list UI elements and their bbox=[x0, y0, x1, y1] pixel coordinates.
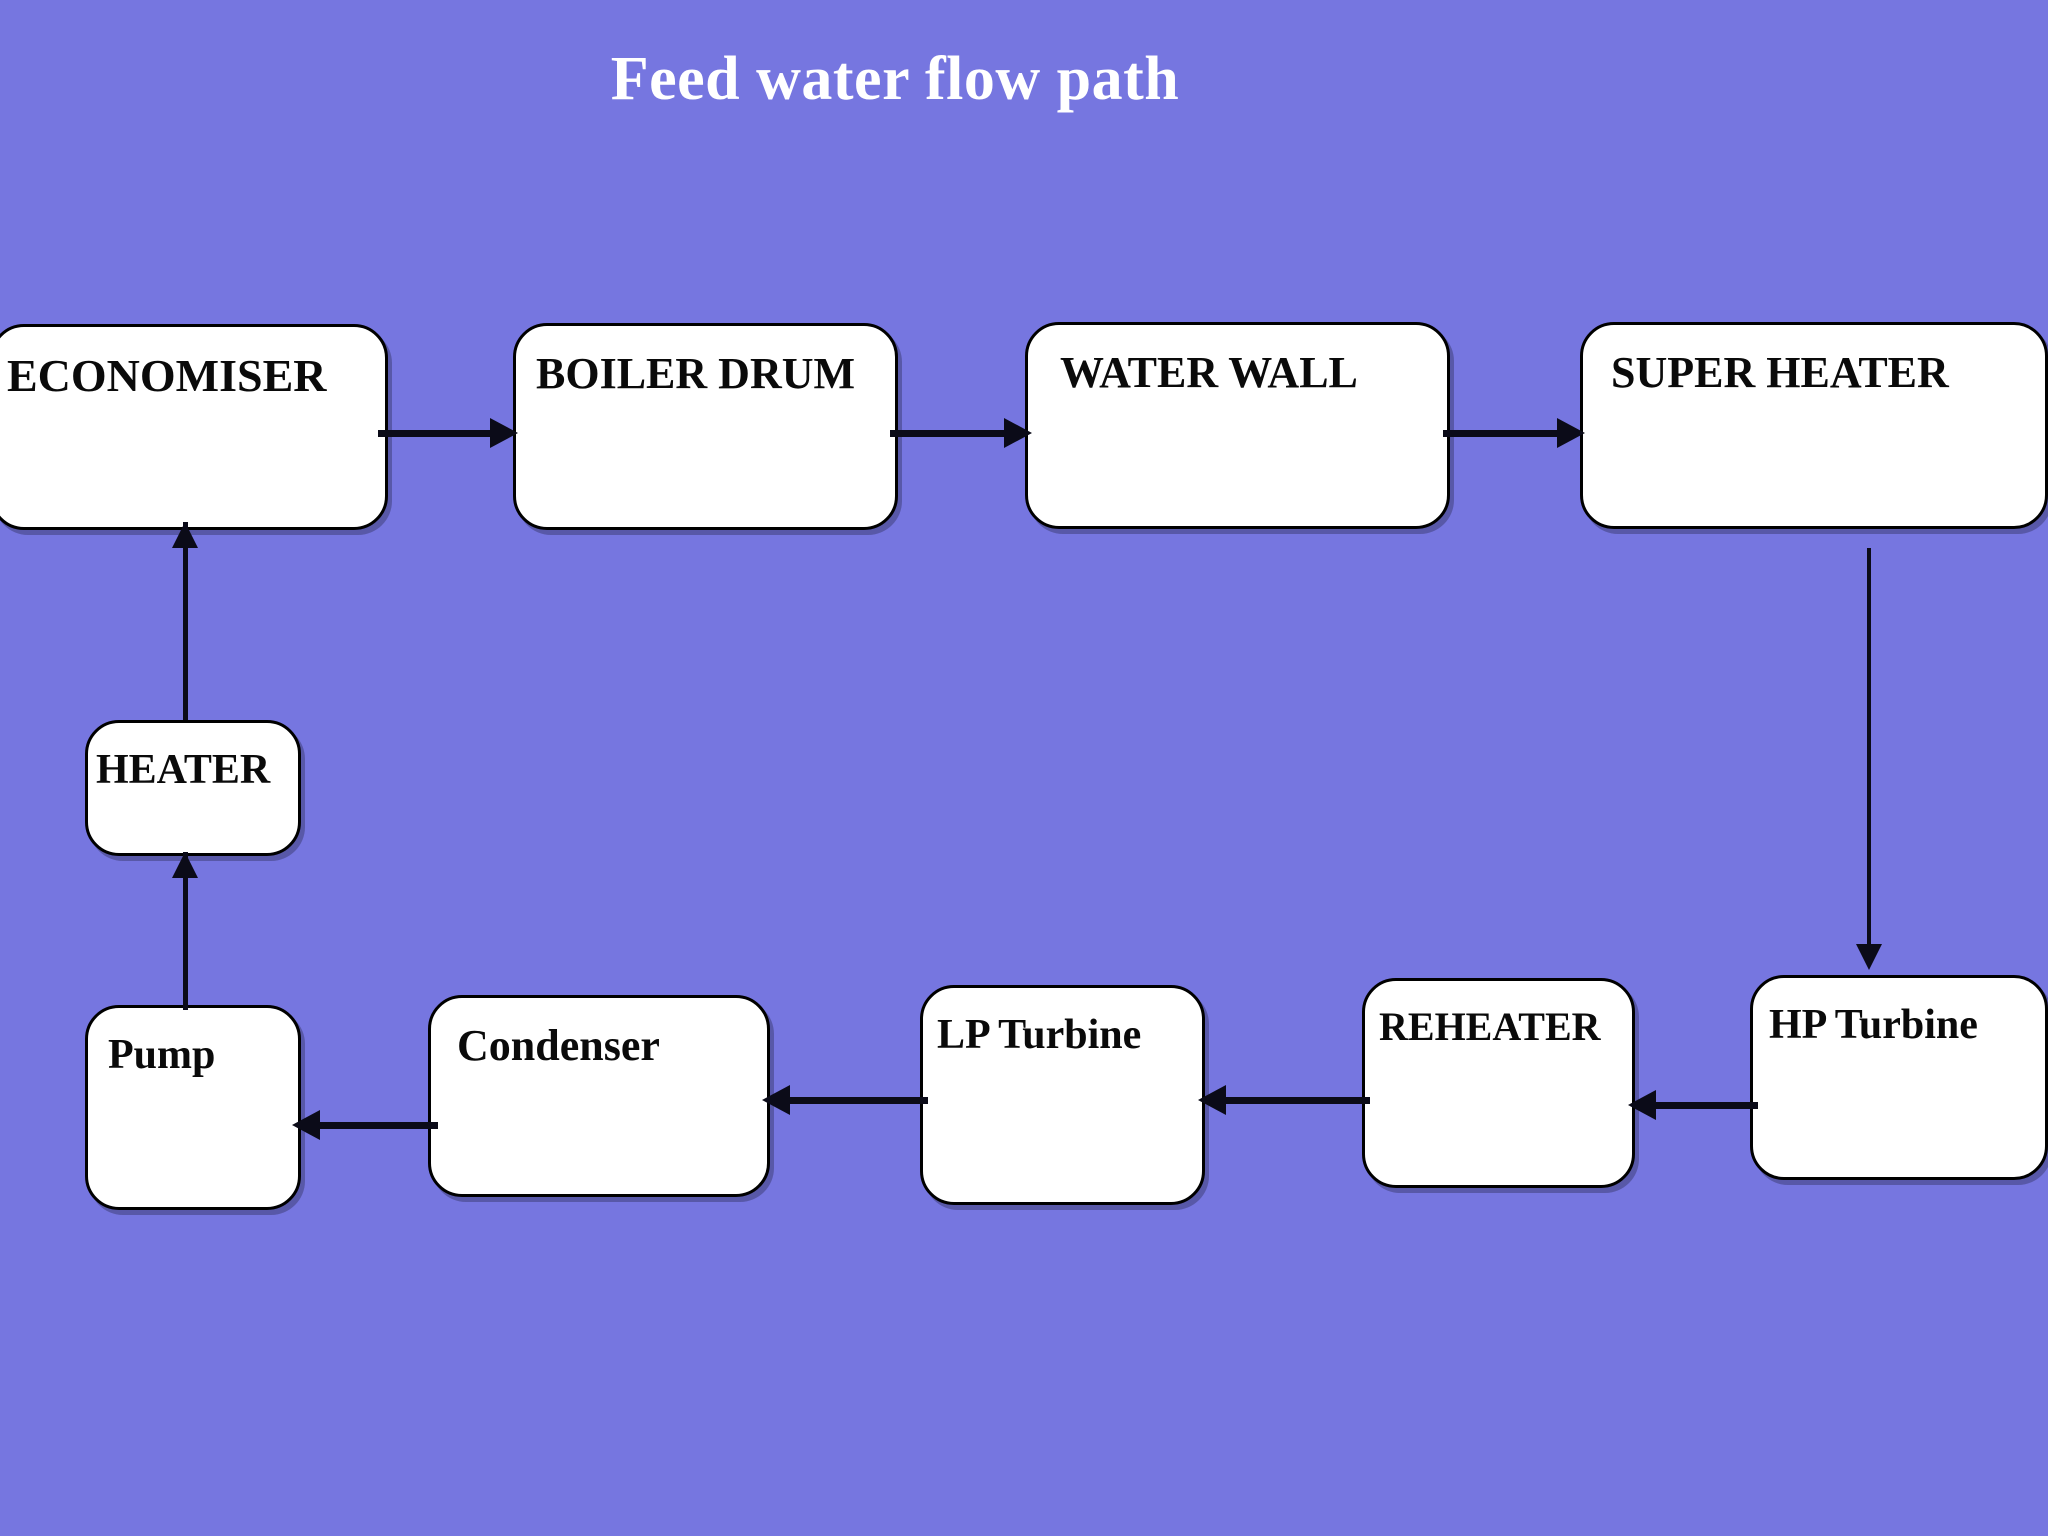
arrow-head bbox=[172, 522, 198, 548]
arrow-head bbox=[292, 1110, 320, 1140]
arrow-hp-turbine-to-reheater bbox=[1628, 1090, 1758, 1120]
arrow-head bbox=[172, 852, 198, 878]
node-hp-turbine[interactable]: HP Turbine bbox=[1750, 975, 2048, 1180]
arrow-head bbox=[1004, 418, 1032, 448]
node-hp-turbine-label: HP Turbine bbox=[1769, 1002, 1978, 1048]
arrow-head bbox=[490, 418, 518, 448]
node-economiser[interactable]: ECONOMISER bbox=[0, 324, 388, 530]
node-super-heater[interactable]: SUPER HEATER bbox=[1580, 322, 2048, 529]
arrow-shaft bbox=[1443, 429, 1563, 437]
node-super-heater-label: SUPER HEATER bbox=[1611, 348, 1949, 397]
arrow-heater-to-economiser bbox=[170, 522, 200, 722]
arrow-shaft bbox=[784, 1096, 928, 1104]
node-boiler-drum-label: BOILER DRUM bbox=[536, 349, 856, 398]
node-water-wall-label: WATER WALL bbox=[1060, 348, 1358, 397]
node-condenser-label: Condenser bbox=[457, 1021, 660, 1070]
arrow-boiler-drum-to-water-wall bbox=[890, 418, 1032, 448]
node-lp-turbine-label: LP Turbine bbox=[937, 1012, 1142, 1058]
node-reheater-label: REHEATER bbox=[1379, 1004, 1601, 1049]
arrow-reheater-to-lp-turbine bbox=[1198, 1085, 1370, 1115]
page-title: Feed water flow path bbox=[610, 45, 1180, 113]
arrow-shaft bbox=[1220, 1096, 1370, 1104]
arrow-condenser-to-pump bbox=[292, 1110, 438, 1140]
arrow-head bbox=[1856, 944, 1882, 970]
node-lp-turbine[interactable]: LP Turbine bbox=[920, 985, 1205, 1205]
arrow-shaft bbox=[1650, 1101, 1758, 1109]
node-water-wall[interactable]: WATER WALL bbox=[1025, 322, 1450, 529]
arrow-economiser-to-boiler-drum bbox=[378, 418, 518, 448]
node-pump-label: Pump bbox=[108, 1032, 216, 1078]
arrow-lp-turbine-to-condenser bbox=[762, 1085, 928, 1115]
arrow-head bbox=[1557, 418, 1585, 448]
node-economiser-label: ECONOMISER bbox=[7, 350, 327, 401]
arrow-head bbox=[762, 1085, 790, 1115]
node-reheater[interactable]: REHEATER bbox=[1362, 978, 1635, 1188]
arrow-shaft bbox=[890, 429, 1010, 437]
node-boiler-drum[interactable]: BOILER DRUM bbox=[513, 323, 898, 530]
arrow-shaft bbox=[378, 429, 496, 437]
node-pump[interactable]: Pump bbox=[85, 1005, 301, 1210]
node-heater[interactable]: HEATER bbox=[85, 720, 301, 856]
arrow-water-wall-to-super-heater bbox=[1443, 418, 1585, 448]
arrow-shaft bbox=[182, 522, 188, 720]
arrow-head bbox=[1628, 1090, 1656, 1120]
node-condenser[interactable]: Condenser bbox=[428, 995, 770, 1197]
node-heater-label: HEATER bbox=[96, 747, 271, 793]
arrow-shaft bbox=[314, 1121, 438, 1129]
arrow-shaft bbox=[182, 852, 188, 1010]
arrow-super-heater-to-hp-turbine bbox=[1856, 548, 1882, 970]
arrow-pump-to-heater bbox=[170, 852, 200, 1012]
arrow-head bbox=[1198, 1085, 1226, 1115]
arrow-shaft bbox=[1867, 548, 1871, 948]
